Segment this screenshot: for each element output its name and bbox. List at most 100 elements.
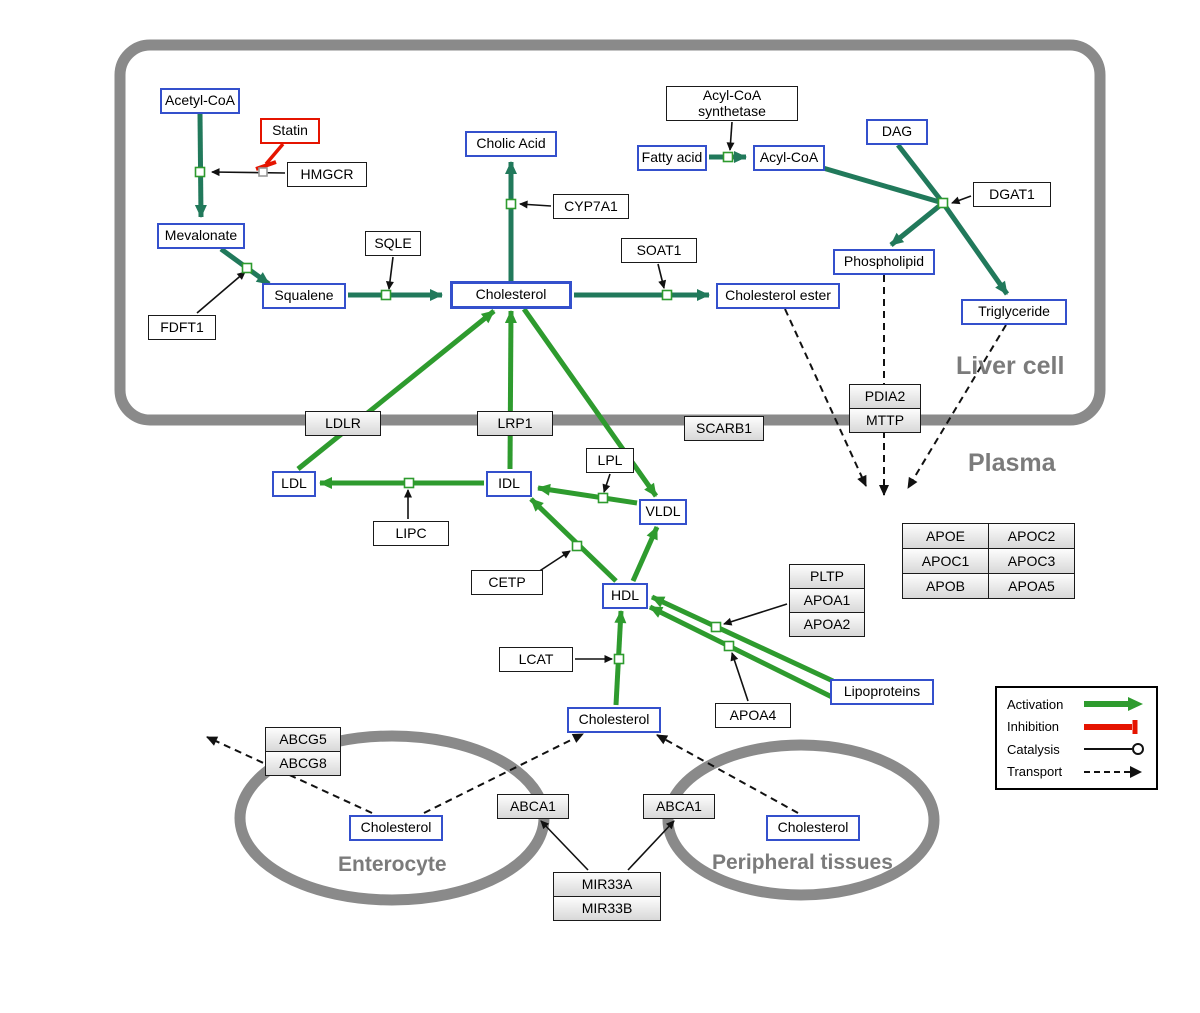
apo-table-cell[interactable]: APOC3 (989, 549, 1075, 574)
anchor-square-hmgcr (258, 167, 268, 177)
gene-lrp1[interactable]: LRP1 (477, 411, 553, 436)
reaction-square (194, 166, 206, 178)
node-dag[interactable]: DAG (866, 119, 928, 145)
gene-mir33b[interactable]: MIR33B (553, 896, 661, 921)
node-triglyceride[interactable]: Triglyceride (961, 299, 1067, 325)
activation-edges (296, 307, 838, 706)
legend-row-transport: Transport (1007, 764, 1146, 780)
edge-dag-junction (896, 143, 945, 205)
node-squalene[interactable]: Squalene (262, 283, 346, 309)
gene-ldlr[interactable]: LDLR (305, 411, 381, 436)
apo-table-cell[interactable]: APOC2 (989, 524, 1075, 549)
enterocyte-label: Enterocyte (338, 853, 447, 876)
edge-apoa4-catalysis (730, 652, 749, 702)
edge-cholesterolester-plasma (784, 308, 867, 487)
gene-statin[interactable]: Statin (260, 118, 320, 144)
gene-pltp[interactable]: PLTP (789, 564, 865, 589)
edge-hdl-vldl (630, 525, 660, 583)
reaction-square (722, 151, 734, 163)
reaction-square (937, 197, 949, 209)
legend-activation-label: Activation (1007, 696, 1064, 712)
gene-apoa2[interactable]: APOA2 (789, 612, 865, 637)
transport-dashed-arrow-icon (1084, 765, 1142, 778)
edge-lpl-catalysis (602, 473, 611, 493)
node-ldl[interactable]: LDL (272, 471, 316, 497)
node-hdl[interactable]: HDL (602, 583, 648, 609)
liver-cell-label: Liver cell (956, 352, 1065, 380)
reaction-squares (194, 151, 949, 665)
node-vldl[interactable]: VLDL (639, 499, 687, 525)
node-cholesterol-ester[interactable]: Cholesterol ester (716, 283, 840, 309)
reaction-square (710, 621, 722, 633)
gene-hmgcr[interactable]: HMGCR (287, 162, 367, 187)
node-cholesterol-plasma[interactable]: Cholesterol (567, 707, 661, 733)
edge-cyp7a1-catalysis (519, 200, 552, 209)
apolipoprotein-table: APOE APOC2 APOC1 APOC3 APOB APOA5 (902, 523, 1075, 599)
legend-catalysis-label: Catalysis (1007, 741, 1060, 757)
edge-vldl-idl (537, 483, 638, 506)
edge-lipoproteins-hdl-upper (650, 594, 835, 684)
edge-acetylcoa-mevalonate (194, 113, 207, 218)
edge-peripheral-cholesterol-plasma (656, 734, 799, 814)
node-cholesterol-enterocyte[interactable]: Cholesterol (349, 815, 443, 841)
edge-ldl-cholesterol-ldlr (296, 309, 496, 471)
gene-cetp[interactable]: CETP (471, 570, 543, 595)
edge-junction-phospholipid (889, 201, 945, 247)
edge-sqle-catalysis (385, 256, 394, 290)
edge-idl-cholesterol-lrp1 (504, 310, 517, 470)
edge-mir33-abca1-peripheral (627, 820, 675, 871)
node-phospholipid[interactable]: Phospholipid (833, 249, 935, 275)
gene-lpl[interactable]: LPL (586, 448, 634, 473)
edge-mir33-abca1-enterocyte (540, 820, 589, 871)
apo-table-cell[interactable]: APOB (903, 574, 989, 599)
node-cholesterol-liver[interactable]: Cholesterol (450, 281, 572, 309)
gene-mttp[interactable]: MTTP (849, 408, 921, 433)
gene-cyp7a1[interactable]: CYP7A1 (553, 194, 629, 219)
catalysis-line-icon (1084, 743, 1144, 756)
edge-pltp-catalysis (723, 603, 788, 626)
legend-activation-head (1128, 697, 1143, 711)
apo-table-cell[interactable]: APOA5 (989, 574, 1075, 599)
activation-arrow-icon (1084, 697, 1143, 711)
node-cholic-acid[interactable]: Cholic Acid (465, 131, 557, 157)
legend-inhibition-label: Inhibition (1007, 719, 1060, 735)
node-idl[interactable]: IDL (486, 471, 532, 497)
reaction-square (505, 198, 517, 210)
gene-fdft1[interactable]: FDFT1 (148, 315, 216, 340)
apo-table-cell[interactable]: APOC1 (903, 549, 989, 574)
gene-lcat[interactable]: LCAT (499, 647, 573, 672)
gene-acyl-coa-synthetase[interactable]: Acyl-CoA synthetase (666, 86, 798, 121)
reaction-square (661, 289, 673, 301)
gene-soat1[interactable]: SOAT1 (621, 238, 697, 263)
edge-hdl-idl-cetp (529, 497, 618, 583)
node-cholesterol-peripheral[interactable]: Cholesterol (766, 815, 860, 841)
gene-apoa4[interactable]: APOA4 (715, 703, 791, 728)
gene-abcg8[interactable]: ABCG8 (265, 751, 341, 776)
legend-catalysis-circle (1132, 743, 1144, 756)
reaction-square (723, 640, 735, 652)
edge-soat1-catalysis (657, 263, 667, 289)
gene-abcg5[interactable]: ABCG5 (265, 727, 341, 752)
edge-dgat1-catalysis (951, 195, 972, 205)
gene-sqle[interactable]: SQLE (365, 231, 421, 256)
node-acyl-coa[interactable]: Acyl-CoA (753, 145, 825, 171)
edge-lipoproteins-hdl-lower (648, 604, 838, 702)
gene-mir33a[interactable]: MIR33A (553, 872, 661, 897)
node-fatty-acid[interactable]: Fatty acid (637, 145, 707, 171)
gene-apoa1[interactable]: APOA1 (789, 588, 865, 613)
node-acetyl-coa[interactable]: Acetyl-CoA (160, 88, 240, 114)
gene-abca1-peripheral[interactable]: ABCA1 (643, 794, 715, 819)
legend-row-inhibition: Inhibition (1007, 719, 1146, 735)
edge-hmgcr-catalysis (211, 168, 286, 177)
gene-scarb1[interactable]: SCARB1 (684, 416, 764, 441)
gene-pdia2[interactable]: PDIA2 (849, 384, 921, 409)
node-mevalonate[interactable]: Mevalonate (157, 223, 245, 249)
apo-table-cell[interactable]: APOE (903, 524, 989, 549)
legend-transport-head (1130, 765, 1142, 778)
gene-abca1-enterocyte[interactable]: ABCA1 (497, 794, 569, 819)
gene-lipc[interactable]: LIPC (373, 521, 449, 546)
gene-dgat1[interactable]: DGAT1 (973, 182, 1051, 207)
edge-acylcoa-synthetase-catalysis (726, 121, 735, 151)
node-lipoproteins[interactable]: Lipoproteins (830, 679, 934, 705)
